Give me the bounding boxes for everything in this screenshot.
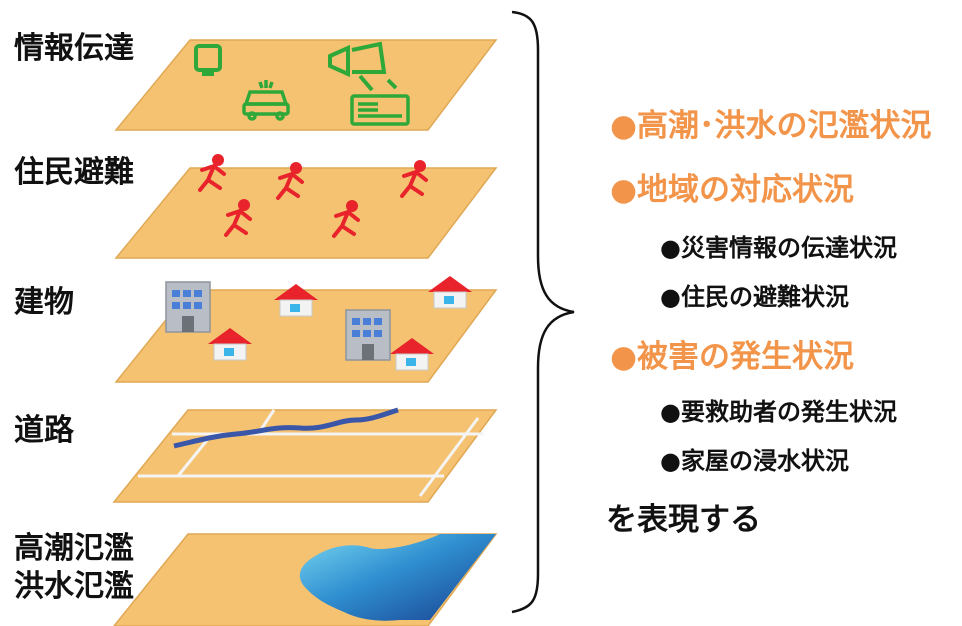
item-flood-status: ●高潮･洪水の氾濫状況: [610, 108, 932, 144]
item-regional-response: ●地域の対応状況: [610, 172, 855, 208]
plane-flood-layer: [113, 533, 498, 626]
flood-area: [299, 534, 496, 621]
radio-icon: [350, 94, 410, 126]
layer-label-buildings: 建物: [14, 285, 74, 320]
house-icon: [208, 328, 252, 361]
house-icon: [428, 276, 472, 309]
building-icon: [345, 309, 391, 361]
running-person-icon: [276, 162, 304, 200]
right-brace: [511, 10, 575, 614]
item-house-flooding: ●家屋の浸水状況: [660, 447, 849, 475]
item-info-transmission: ●災害情報の伝達状況: [660, 234, 897, 262]
running-person-icon: [198, 154, 226, 192]
patrol-car-icon: [242, 80, 290, 121]
plane-buildings-layer: [114, 276, 498, 383]
road-lines: [138, 409, 484, 497]
building-icon: [165, 281, 211, 333]
layer-label-river-flood: 洪水氾濫: [14, 569, 134, 604]
house-icon: [390, 338, 434, 371]
item-damage-occurrence: ●被害の発生状況: [610, 339, 855, 375]
monitor-icon: [194, 44, 222, 76]
plane-evacuation-layer: [114, 154, 498, 259]
item-resident-evacuation: ●住民の避難状況: [660, 283, 849, 311]
plane-roads-layer: [112, 407, 498, 503]
tail-text: を表現する: [606, 502, 761, 538]
loudspeaker-icon: [328, 41, 398, 92]
item-rescue-needed: ●要救助者の発生状況: [660, 398, 897, 426]
running-person-icon: [332, 200, 360, 238]
running-person-icon: [400, 160, 428, 198]
river-line: [173, 407, 399, 449]
layer-label-evacuation: 住民避難: [14, 155, 134, 190]
running-person-icon: [224, 199, 252, 237]
layer-label-info: 情報伝達: [14, 31, 134, 66]
layer-label-storm-surge: 高潮氾濫: [14, 531, 134, 566]
layer-label-roads: 道路: [14, 413, 74, 448]
plane-info-layer: [114, 39, 498, 131]
house-icon: [274, 284, 318, 317]
